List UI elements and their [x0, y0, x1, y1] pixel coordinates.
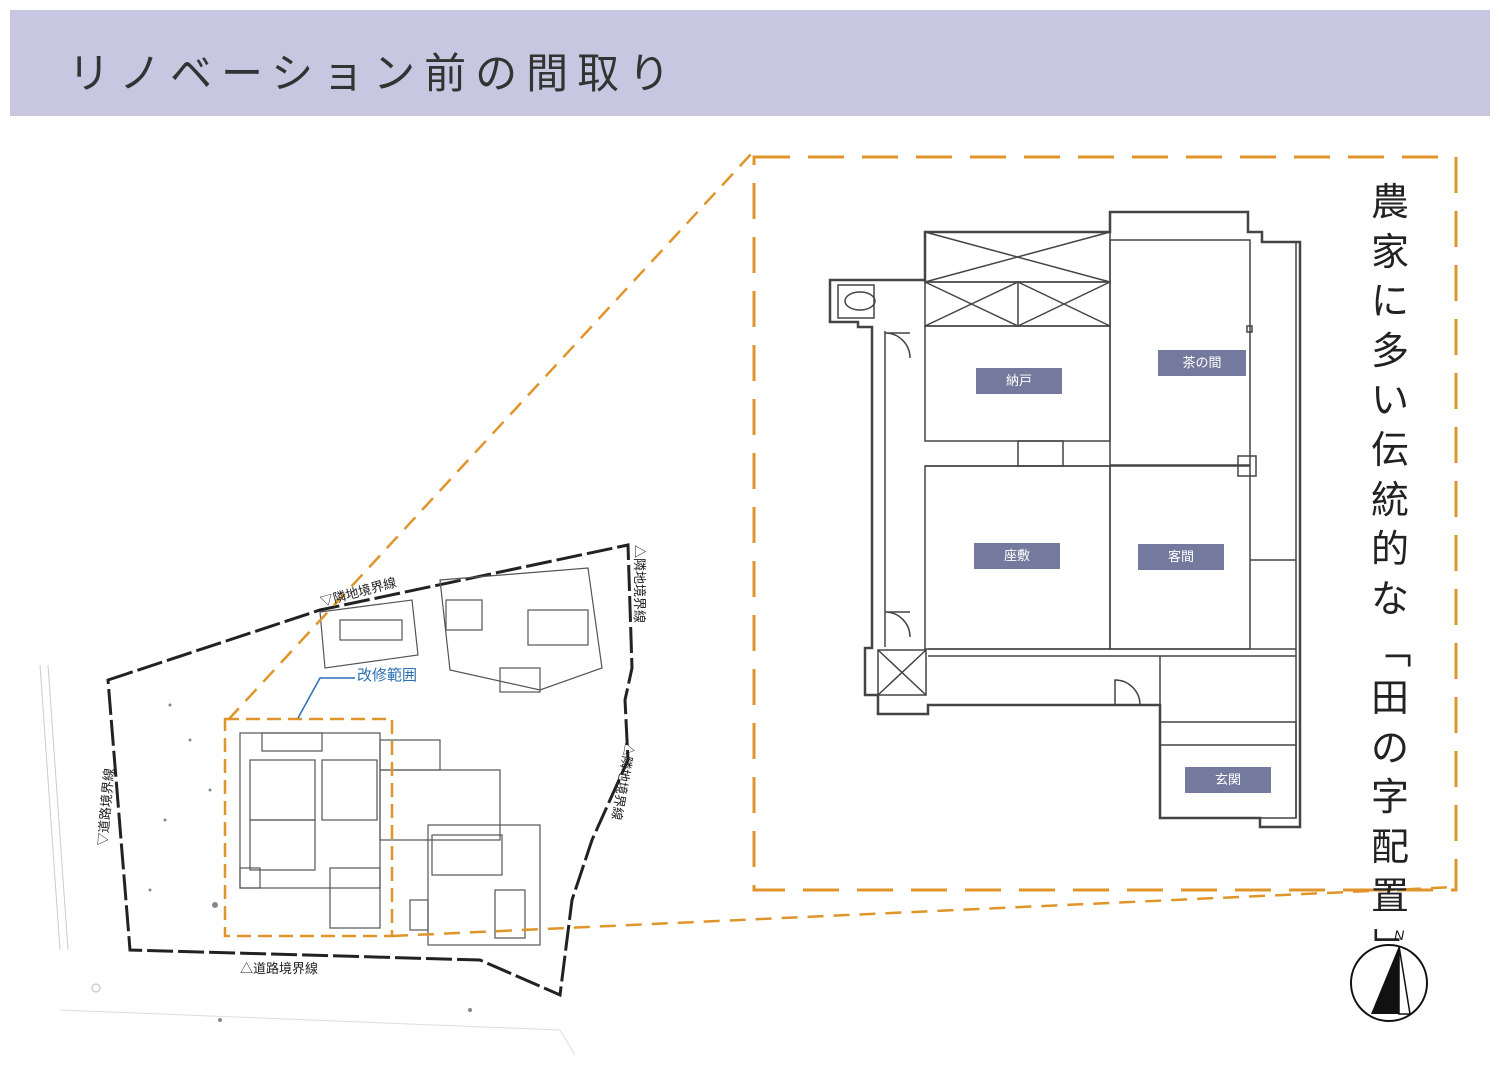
caption-char: 伝	[1370, 427, 1409, 472]
connector-line	[391, 885, 1457, 938]
floor-plan	[828, 210, 1302, 829]
caption-char: の	[1370, 725, 1409, 770]
site-plan	[39, 543, 634, 1056]
site-boundary	[106, 543, 634, 998]
caption-char: 的	[1370, 527, 1409, 572]
compass-icon	[1350, 944, 1428, 1022]
caption-char: 多	[1370, 328, 1409, 373]
caption-char: 統	[1370, 477, 1409, 522]
connector-line	[227, 152, 753, 721]
title-band: リノベーション前の間取り	[10, 10, 1490, 116]
renovation-area	[223, 717, 394, 938]
page-title: リノベーション前の間取り	[68, 49, 680, 98]
renovation-label: 改修範囲	[357, 667, 418, 684]
north-label: N	[1394, 927, 1405, 943]
caption-char: に	[1370, 279, 1409, 324]
caption-char: 置	[1370, 874, 1409, 919]
caption-char: 字	[1370, 775, 1409, 820]
label-neighbor-right-top: △隣地境界線	[632, 545, 647, 624]
caption-char: 配	[1370, 824, 1409, 869]
zoom-frame	[752, 155, 1458, 892]
label-road-bottom: △道路境界線	[240, 961, 319, 976]
caption-char: 田	[1370, 675, 1409, 720]
caption-char: い	[1370, 378, 1409, 423]
room-label-nando: 納戸	[976, 368, 1062, 394]
caption-char: 「	[1368, 630, 1413, 669]
vertical-caption: 農家に多い伝統的な「田の字配置」	[1368, 178, 1413, 972]
room-label-genkan: 玄関	[1185, 767, 1271, 793]
caption-char: 農	[1370, 180, 1409, 224]
room-label-kyakuma: 客間	[1138, 544, 1224, 570]
room-label-chanoma: 茶の間	[1158, 350, 1246, 376]
caption-char: 」	[1368, 927, 1413, 966]
caption-char: な	[1370, 576, 1409, 621]
room-label-zashiki: 座敷	[974, 543, 1060, 569]
caption-char: 家	[1370, 229, 1409, 274]
